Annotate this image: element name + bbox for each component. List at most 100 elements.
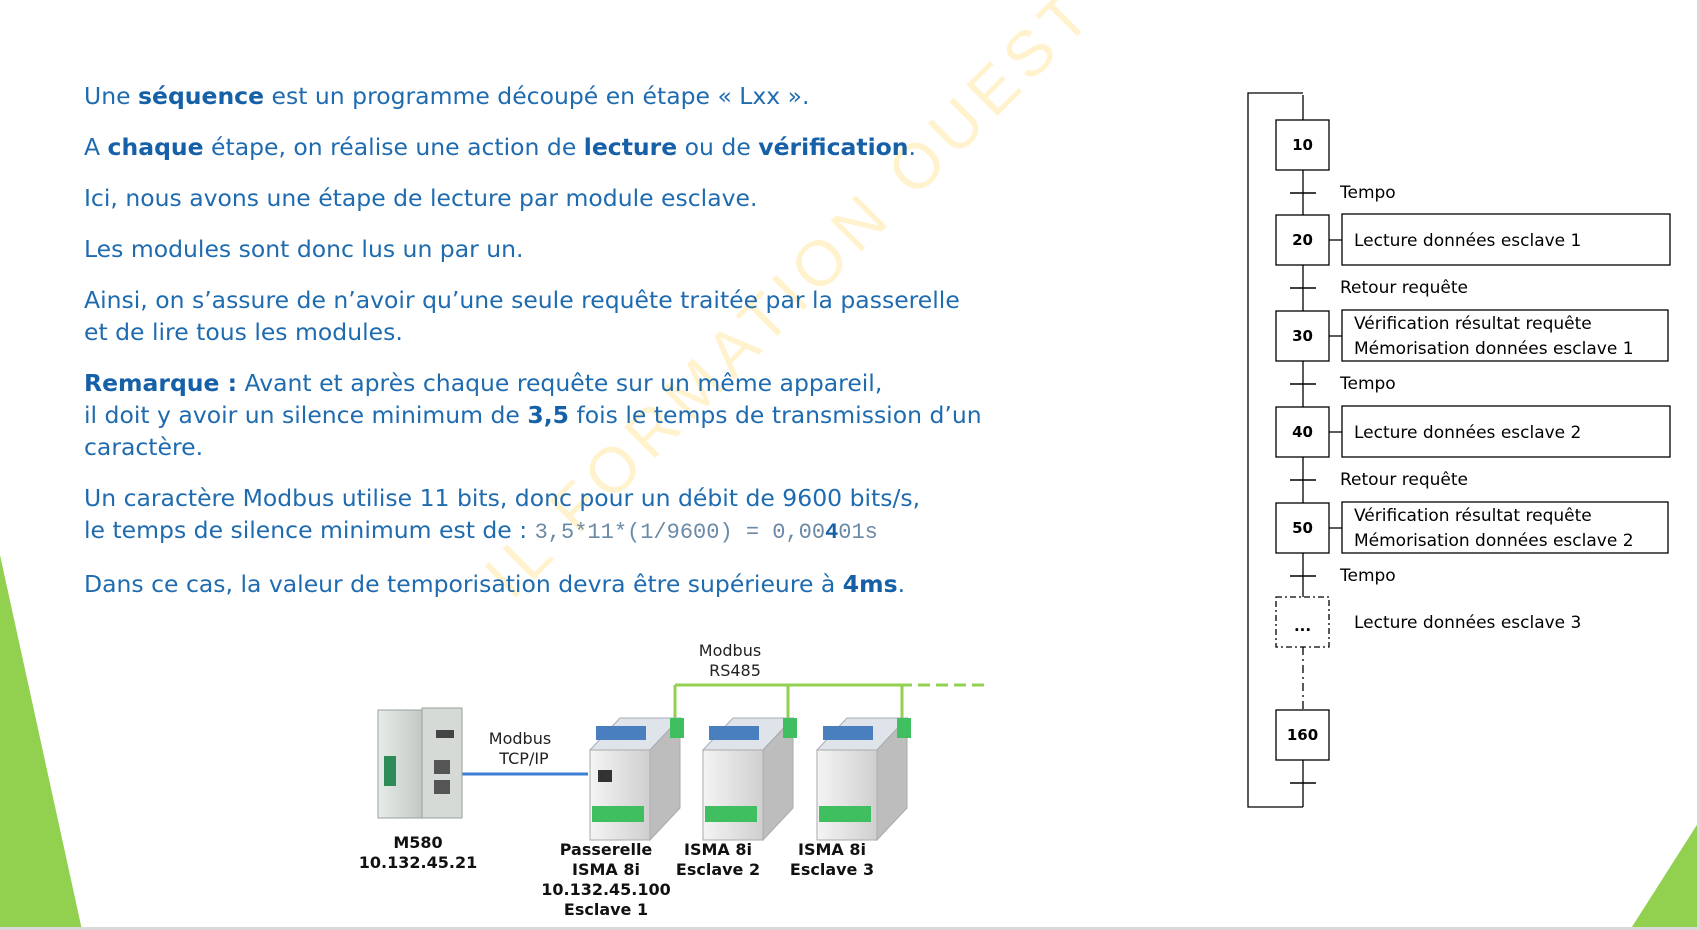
text: Dans ce cas, la valeur de temporisation … <box>84 570 843 598</box>
tcp-label: Modbus <box>489 729 551 748</box>
text: ou de <box>677 133 759 161</box>
transition-label: Tempo <box>1339 183 1396 203</box>
emphasis: 3,5 <box>527 401 569 429</box>
step-box-160 <box>1275 709 1330 761</box>
action-text: Vérification résultat requête <box>1354 506 1592 526</box>
text: Avant et après chaque requête sur un mêm… <box>237 369 883 397</box>
remark-label: Remarque : <box>84 369 238 397</box>
formula-part: 3,5*11*(1/9600) = 0,00 <box>534 520 826 545</box>
paragraph-1: Une séquence est un programme découpé en… <box>84 80 1084 112</box>
terminal-block <box>819 806 871 822</box>
action-box-50 <box>1341 501 1669 554</box>
device-label: ISMA 8i <box>798 840 866 859</box>
device-label: Esclave 2 <box>676 860 760 879</box>
slave3-device <box>815 716 911 842</box>
device-label: ISMA 8i <box>684 840 752 859</box>
emphasis: chaque <box>107 133 204 161</box>
m580-device <box>377 707 463 819</box>
action-box-40 <box>1341 405 1671 458</box>
step-box-10 <box>1275 119 1330 171</box>
text: étape, on réalise une action de <box>203 133 584 161</box>
text: le temps de silence minimum est de : <box>84 516 535 544</box>
network-diagram: Modbus RS485 Modbus TCP/IP <box>359 641 990 919</box>
step-number: ... <box>1294 617 1311 635</box>
text: il doit y avoir un silence minimum de <box>84 401 528 429</box>
emphasis: vérification <box>758 133 909 161</box>
emphasis: séquence <box>138 82 265 110</box>
text: est un programme découpé en étape « Lxx … <box>264 82 810 110</box>
paragraph-3: Ici, nous avons une étape de lecture par… <box>84 184 758 212</box>
tcp-label: TCP/IP <box>498 749 549 768</box>
action-box-30 <box>1341 309 1669 362</box>
slide-right-border <box>1697 0 1700 930</box>
grafcet-diagram: 10 20 30 40 50 ... 160 Tempo Retour requ… <box>1247 92 1671 808</box>
terminal-block <box>592 806 644 822</box>
ethernet-port <box>598 770 612 782</box>
paragraph-6: Remarque : Avant et après chaque requête… <box>84 367 1084 463</box>
step-number: 50 <box>1292 519 1313 537</box>
action-box-20 <box>1341 213 1671 266</box>
device-label: 10.132.45.100 <box>541 880 671 899</box>
module-label <box>709 726 759 740</box>
plc-display <box>436 730 454 738</box>
bus-label: RS485 <box>709 661 761 680</box>
module-label <box>823 726 873 740</box>
text: . <box>908 133 917 161</box>
text: Une <box>84 82 139 110</box>
plc-connector <box>384 756 396 786</box>
action-text: Lecture données esclave 2 <box>1354 423 1581 443</box>
step-box-ellipsis <box>1275 596 1330 648</box>
plc-port <box>434 780 450 794</box>
action-text: Vérification résultat requête <box>1354 314 1592 334</box>
formula: 3,5*11*(1/9600) = 0,00401s <box>535 520 878 545</box>
paragraph-2: A chaque étape, on réalise une action de… <box>84 131 1084 163</box>
text: A <box>84 133 108 161</box>
device-label: Passerelle <box>560 840 653 859</box>
text: fois le temps de transmission d’un carac… <box>84 401 982 461</box>
green-triangle-right <box>1630 820 1700 930</box>
text: . <box>897 570 906 598</box>
formula-highlight: 4 <box>825 520 839 545</box>
action-text: Lecture données esclave 3 <box>1354 613 1581 633</box>
slide-bottom-border <box>0 927 1700 930</box>
device-label: ISMA 8i <box>572 860 640 879</box>
module-front <box>816 749 878 841</box>
transition-label: Tempo <box>1339 566 1396 586</box>
paragraph-5: Ainsi, on s’assure de n’avoir qu’une seu… <box>84 284 1084 348</box>
emphasis: lecture <box>583 133 678 161</box>
device-label: Esclave 3 <box>790 860 874 879</box>
module-label <box>596 726 646 740</box>
formula-part: 01s <box>838 520 878 545</box>
rs485-bus <box>673 683 990 718</box>
step-number: 30 <box>1292 327 1313 345</box>
action-text: Lecture données esclave 1 <box>1354 231 1581 251</box>
emphasis: 4ms <box>842 570 898 598</box>
paragraph-4: Les modules sont donc lus un par un. <box>84 235 524 263</box>
plc-port <box>434 760 450 774</box>
transition-label: Retour requête <box>1340 470 1468 490</box>
explanation-text: Une séquence est un programme découpé en… <box>84 80 1084 619</box>
return-loop <box>1247 92 1303 808</box>
terminal-block <box>705 806 757 822</box>
step-number: 10 <box>1292 136 1313 154</box>
module-front <box>589 749 651 841</box>
terminal-block <box>897 718 911 738</box>
text: Un caractère Modbus utilise 11 bits, don… <box>84 484 921 512</box>
slave2-device <box>701 716 797 842</box>
terminal-block <box>783 718 797 738</box>
device-label: Esclave 1 <box>564 900 648 919</box>
text: et de lire tous les modules. <box>84 318 403 346</box>
action-text: Mémorisation données esclave 1 <box>1354 339 1634 359</box>
step-number: 40 <box>1292 423 1313 441</box>
gateway-device <box>588 716 684 842</box>
device-label: 10.132.45.21 <box>359 853 477 872</box>
transition-label: Retour requête <box>1340 278 1468 298</box>
step-number: 20 <box>1292 231 1313 249</box>
device-label: M580 <box>393 833 442 852</box>
transition-label: Tempo <box>1339 374 1396 394</box>
terminal-block <box>670 718 684 738</box>
paragraph-8: Dans ce cas, la valeur de temporisation … <box>84 568 1084 600</box>
paragraph-7: Un caractère Modbus utilise 11 bits, don… <box>84 482 1084 549</box>
